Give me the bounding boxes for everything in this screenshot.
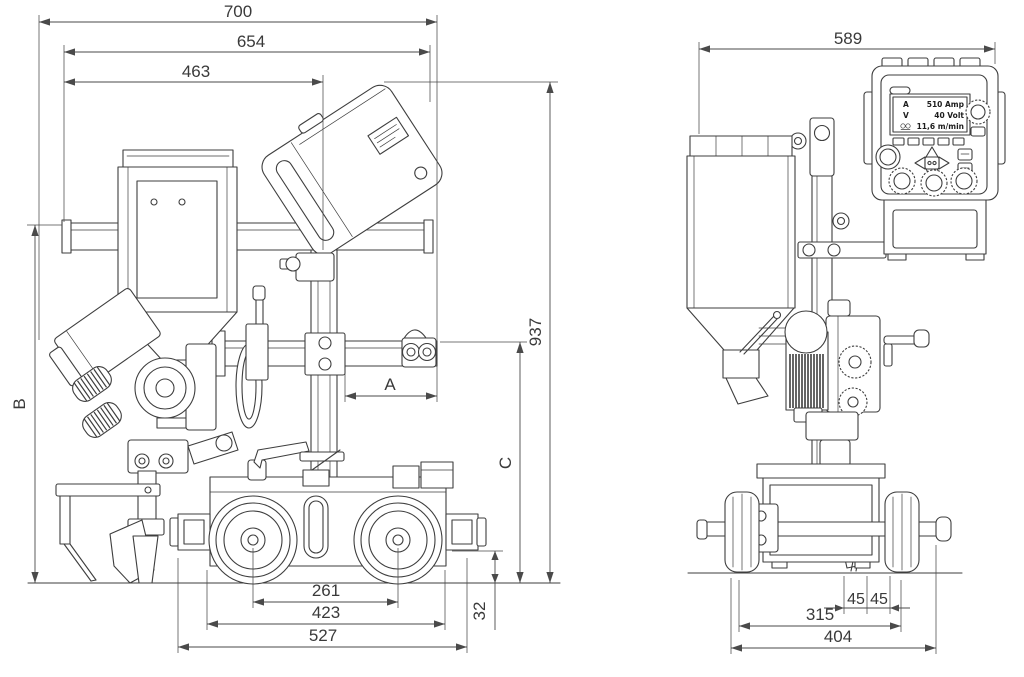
dim-527: 527 bbox=[177, 558, 468, 653]
wire-feed-icon bbox=[900, 123, 911, 130]
control-pendant-front: A 510 Amp V 40 Volt 11,6 m/min bbox=[863, 57, 1006, 261]
toggle-clamp bbox=[299, 449, 345, 487]
column-slide-block bbox=[304, 332, 346, 376]
dim-589-label: 589 bbox=[834, 29, 862, 48]
dim-463-label: 463 bbox=[182, 62, 210, 81]
wire-feed-unit-front bbox=[784, 299, 930, 467]
dim-700-label: 700 bbox=[224, 2, 252, 21]
dim-463: 463 bbox=[64, 62, 324, 250]
clamp-lever bbox=[247, 441, 310, 481]
side-view-machine bbox=[27, 84, 561, 585]
top-right-knob bbox=[965, 99, 991, 137]
pendant-lower-bracket bbox=[883, 199, 987, 261]
dim-423: 423 bbox=[206, 570, 446, 630]
welding-head-assembly bbox=[49, 285, 269, 584]
dim-404-label: 404 bbox=[824, 627, 852, 646]
dim-A-label: A bbox=[384, 375, 396, 394]
dim-45-45: 45 45 bbox=[824, 576, 910, 614]
spout-handle-rod bbox=[739, 310, 782, 355]
hand-crank bbox=[883, 329, 930, 367]
dim-45-right-label: 45 bbox=[870, 591, 888, 608]
dim-527-label: 527 bbox=[309, 626, 337, 645]
wheel-left-front bbox=[724, 491, 760, 573]
junction-boxes bbox=[392, 461, 454, 489]
head-adjuster-rod bbox=[245, 285, 269, 381]
dim-700: 700 bbox=[38, 2, 438, 402]
guide-pointer-arm bbox=[55, 483, 161, 582]
bottom-knobs bbox=[888, 167, 978, 197]
side-view-dimensions: 700 654 463 937 B A bbox=[10, 2, 558, 653]
dim-A: A bbox=[344, 368, 437, 402]
dim-261-label: 261 bbox=[312, 581, 340, 600]
pendant-mount-clamp bbox=[279, 252, 335, 282]
dim-261: 261 bbox=[252, 548, 399, 608]
emergency-knob bbox=[875, 144, 901, 170]
flux-spout bbox=[725, 377, 769, 405]
beam-clamp-screws bbox=[401, 337, 437, 368]
dim-404: 404 bbox=[730, 545, 937, 654]
softkey-row bbox=[892, 137, 965, 146]
display-row3-value: 11,6 m/min bbox=[917, 122, 964, 131]
wheel-rear bbox=[208, 495, 298, 585]
dim-654-label: 654 bbox=[237, 32, 265, 51]
front-view-dimensions: 589 45 45 315 404 bbox=[698, 29, 996, 654]
pendant-display: A 510 Amp V 40 Volt 11,6 m/min bbox=[889, 93, 971, 136]
dim-B: B bbox=[10, 224, 62, 583]
dim-45-left-label: 45 bbox=[847, 591, 865, 608]
dim-315-label: 315 bbox=[806, 605, 834, 624]
brand-badge bbox=[889, 86, 911, 95]
display-row2-label: V bbox=[903, 111, 909, 120]
dim-315: 315 bbox=[738, 580, 902, 632]
dim-32-label: 32 bbox=[470, 602, 489, 621]
bumper-right bbox=[445, 513, 487, 551]
front-view-machine: A 510 Amp V 40 Volt 11,6 m/min bbox=[686, 57, 1006, 574]
dim-654: 654 bbox=[63, 32, 431, 222]
display-row1-value: 510 Amp bbox=[927, 100, 965, 109]
dim-937: 937 bbox=[384, 81, 558, 583]
carriage-side bbox=[169, 441, 487, 585]
motor-cooling-fins bbox=[789, 354, 824, 408]
knurled-knob-2 bbox=[82, 402, 122, 438]
carriage-front bbox=[696, 463, 952, 573]
dim-589: 589 bbox=[698, 29, 996, 134]
control-pendant-side bbox=[261, 84, 443, 256]
dim-937-label: 937 bbox=[526, 318, 545, 346]
dim-B-label: B bbox=[10, 398, 29, 409]
dim-423-label: 423 bbox=[312, 603, 340, 622]
bumper-left bbox=[169, 513, 211, 551]
wheel-front bbox=[353, 495, 443, 585]
dim-32: 32 bbox=[452, 550, 503, 630]
knurled-knob-1 bbox=[72, 366, 112, 402]
display-row1-label: A bbox=[903, 100, 909, 109]
lifting-eye bbox=[402, 329, 427, 341]
head-lower-bracket bbox=[127, 431, 239, 474]
flux-hopper-front bbox=[686, 135, 813, 405]
welding-torch bbox=[109, 470, 165, 584]
display-row2-value: 40 Volt bbox=[934, 111, 964, 120]
dim-C: C bbox=[440, 341, 527, 583]
dim-C-label: C bbox=[496, 457, 515, 469]
wheel-right-front bbox=[884, 491, 920, 573]
